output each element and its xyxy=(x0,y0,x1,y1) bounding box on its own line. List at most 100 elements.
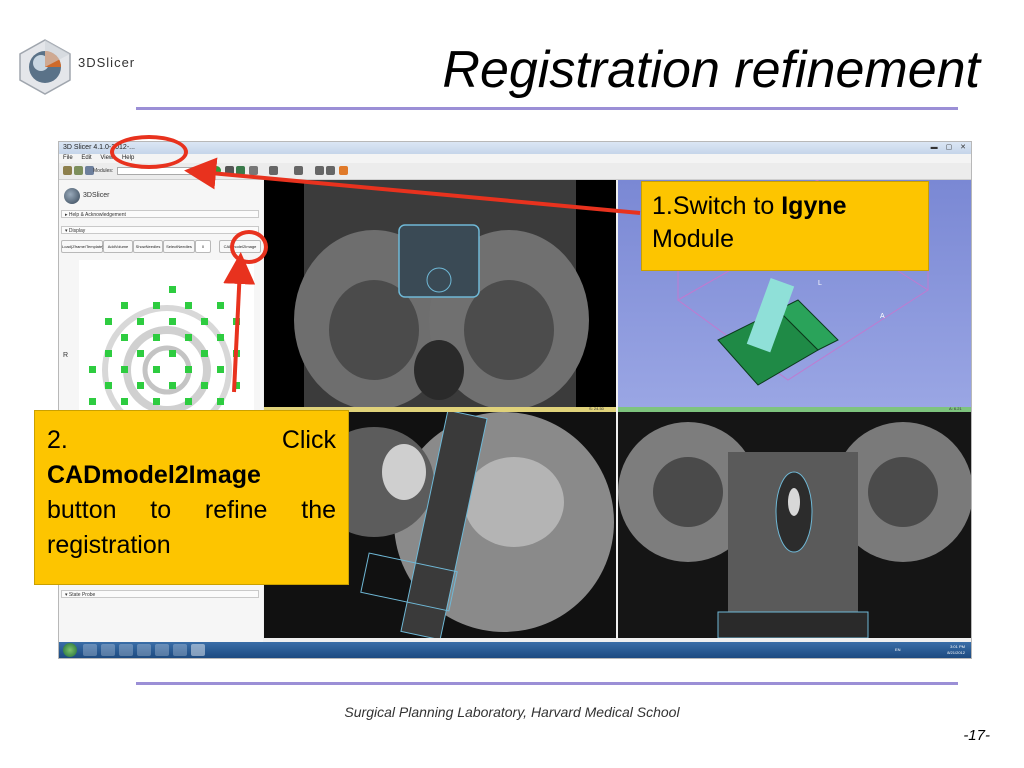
menu-file[interactable]: File xyxy=(63,155,73,161)
template-hole[interactable] xyxy=(137,318,144,325)
template-hole[interactable] xyxy=(201,350,208,357)
markup-icon[interactable] xyxy=(236,166,245,175)
crosshair-icon[interactable] xyxy=(294,166,303,175)
template-hole[interactable] xyxy=(201,318,208,325)
template-hole[interactable] xyxy=(217,398,224,405)
panel-logo-icon xyxy=(64,188,80,204)
ie-taskbar-icon[interactable] xyxy=(83,644,97,656)
template-hole[interactable] xyxy=(233,382,240,389)
step2-first-line: 2. Click xyxy=(47,423,336,458)
template-hole[interactable] xyxy=(201,382,208,389)
step2-button-name: CADmodel2Image xyxy=(47,461,261,489)
fiducial-icon[interactable] xyxy=(315,166,324,175)
select-needles-button[interactable]: SelectNeedles xyxy=(163,240,195,253)
section-state-probe[interactable]: ▾ State Probe xyxy=(61,590,259,598)
template-hole[interactable] xyxy=(169,382,176,389)
template-hole[interactable] xyxy=(137,350,144,357)
viewer-icon[interactable] xyxy=(249,166,258,175)
template-hole[interactable] xyxy=(89,398,96,405)
add-volume-button[interactable]: AddVolume xyxy=(103,240,133,253)
save-icon[interactable] xyxy=(85,166,94,175)
template-hole[interactable] xyxy=(121,302,128,309)
template-hole[interactable] xyxy=(185,334,192,341)
template-hole[interactable] xyxy=(121,334,128,341)
axial-slice-offset: S: 24.50 xyxy=(589,406,604,411)
windows-taskbar: EN 3:01 PM 8/21/2012 xyxy=(59,642,971,658)
section-state-probe-label: State Probe xyxy=(68,592,96,598)
template-hole[interactable] xyxy=(169,350,176,357)
place-icon[interactable] xyxy=(326,166,335,175)
template-hole[interactable] xyxy=(185,398,192,405)
needle-count-spinbox[interactable]: 0 xyxy=(195,240,211,253)
slicer-taskbar-icon[interactable] xyxy=(191,644,205,656)
grid-icon[interactable] xyxy=(269,166,278,175)
template-hole[interactable] xyxy=(233,350,240,357)
template-hole[interactable] xyxy=(153,398,160,405)
template-hole[interactable] xyxy=(153,334,160,341)
template-hole[interactable] xyxy=(169,286,176,293)
show-needles-button[interactable]: ShowNeedles xyxy=(133,240,163,253)
section-help-label: Help & Acknowledgement xyxy=(68,212,126,218)
template-hole[interactable] xyxy=(121,366,128,373)
slide-title: Registration refinement xyxy=(442,41,980,99)
menu-view[interactable]: View xyxy=(100,155,114,161)
module-label: Modules: xyxy=(93,168,114,174)
highlight-module-selector xyxy=(110,135,188,169)
step1-module-name: Igyne xyxy=(781,192,847,220)
section-display[interactable]: ▾ Display xyxy=(61,226,259,234)
logo-text: 3DSlicer xyxy=(78,55,136,70)
slide-footer: Surgical Planning Laboratory, Harvard Me… xyxy=(344,704,680,720)
callout-step-1: 1.Switch to Igyne Module xyxy=(641,181,929,271)
clock-time: 3:01 PM xyxy=(950,644,965,649)
step2-click: Click xyxy=(281,426,336,454)
3dslicer-logo xyxy=(19,39,71,95)
section-display-label: Display xyxy=(68,228,86,234)
back-icon[interactable] xyxy=(201,166,210,175)
load-data-icon[interactable] xyxy=(63,166,72,175)
toolbar: Modules: xyxy=(59,163,971,180)
folder-taskbar-icon[interactable] xyxy=(137,644,151,656)
dcm-icon[interactable] xyxy=(74,166,83,175)
template-hole[interactable] xyxy=(185,302,192,309)
axial-mri-image xyxy=(294,180,589,408)
template-hole[interactable] xyxy=(217,302,224,309)
step2-number: 2. xyxy=(47,426,68,454)
template-hole[interactable] xyxy=(121,398,128,405)
axial-slice-view[interactable] xyxy=(264,180,616,408)
explorer-taskbar-icon[interactable] xyxy=(101,644,115,656)
template-hole[interactable] xyxy=(169,318,176,325)
axial-slice-slider[interactable] xyxy=(264,407,616,412)
language-indicator[interactable]: EN xyxy=(895,647,901,652)
coronal-slice-view[interactable] xyxy=(618,412,971,638)
section-help[interactable]: ▸ Help & Acknowledgement xyxy=(61,210,259,218)
start-button-icon[interactable] xyxy=(63,643,77,657)
template-hole[interactable] xyxy=(105,382,112,389)
template-hole[interactable] xyxy=(105,318,112,325)
template-hole[interactable] xyxy=(153,302,160,309)
template-hole[interactable] xyxy=(105,350,112,357)
template-hole[interactable] xyxy=(89,366,96,373)
add-icon[interactable] xyxy=(339,166,348,175)
template-hole[interactable] xyxy=(185,366,192,373)
3d-label-l: L xyxy=(818,280,822,287)
coronal-mri-image xyxy=(618,422,971,638)
panel-logo-text: 3DSlicer xyxy=(83,192,110,199)
load-zframe-button[interactable]: Load(Zframe/Template) xyxy=(61,240,104,253)
window-controls[interactable]: ▬ ▢ ✕ xyxy=(930,144,969,151)
taskbar-clock[interactable]: 3:01 PM 8/21/2012 xyxy=(947,644,965,656)
menu-edit[interactable]: Edit xyxy=(81,155,92,161)
template-hole[interactable] xyxy=(217,334,224,341)
media-taskbar-icon[interactable] xyxy=(119,644,133,656)
template-hole[interactable] xyxy=(137,382,144,389)
window-taskbar-icon[interactable] xyxy=(173,644,187,656)
highlight-cadmodel-button xyxy=(230,230,268,264)
app-taskbar-icon[interactable] xyxy=(155,644,169,656)
forward-icon[interactable] xyxy=(212,166,221,175)
title-divider xyxy=(136,107,958,110)
template-hole[interactable] xyxy=(153,366,160,373)
layout-icon[interactable] xyxy=(225,166,234,175)
template-hole[interactable] xyxy=(233,318,240,325)
page-number: -17- xyxy=(963,727,990,744)
coronal-slice-slider[interactable] xyxy=(618,407,971,412)
template-hole[interactable] xyxy=(217,366,224,373)
